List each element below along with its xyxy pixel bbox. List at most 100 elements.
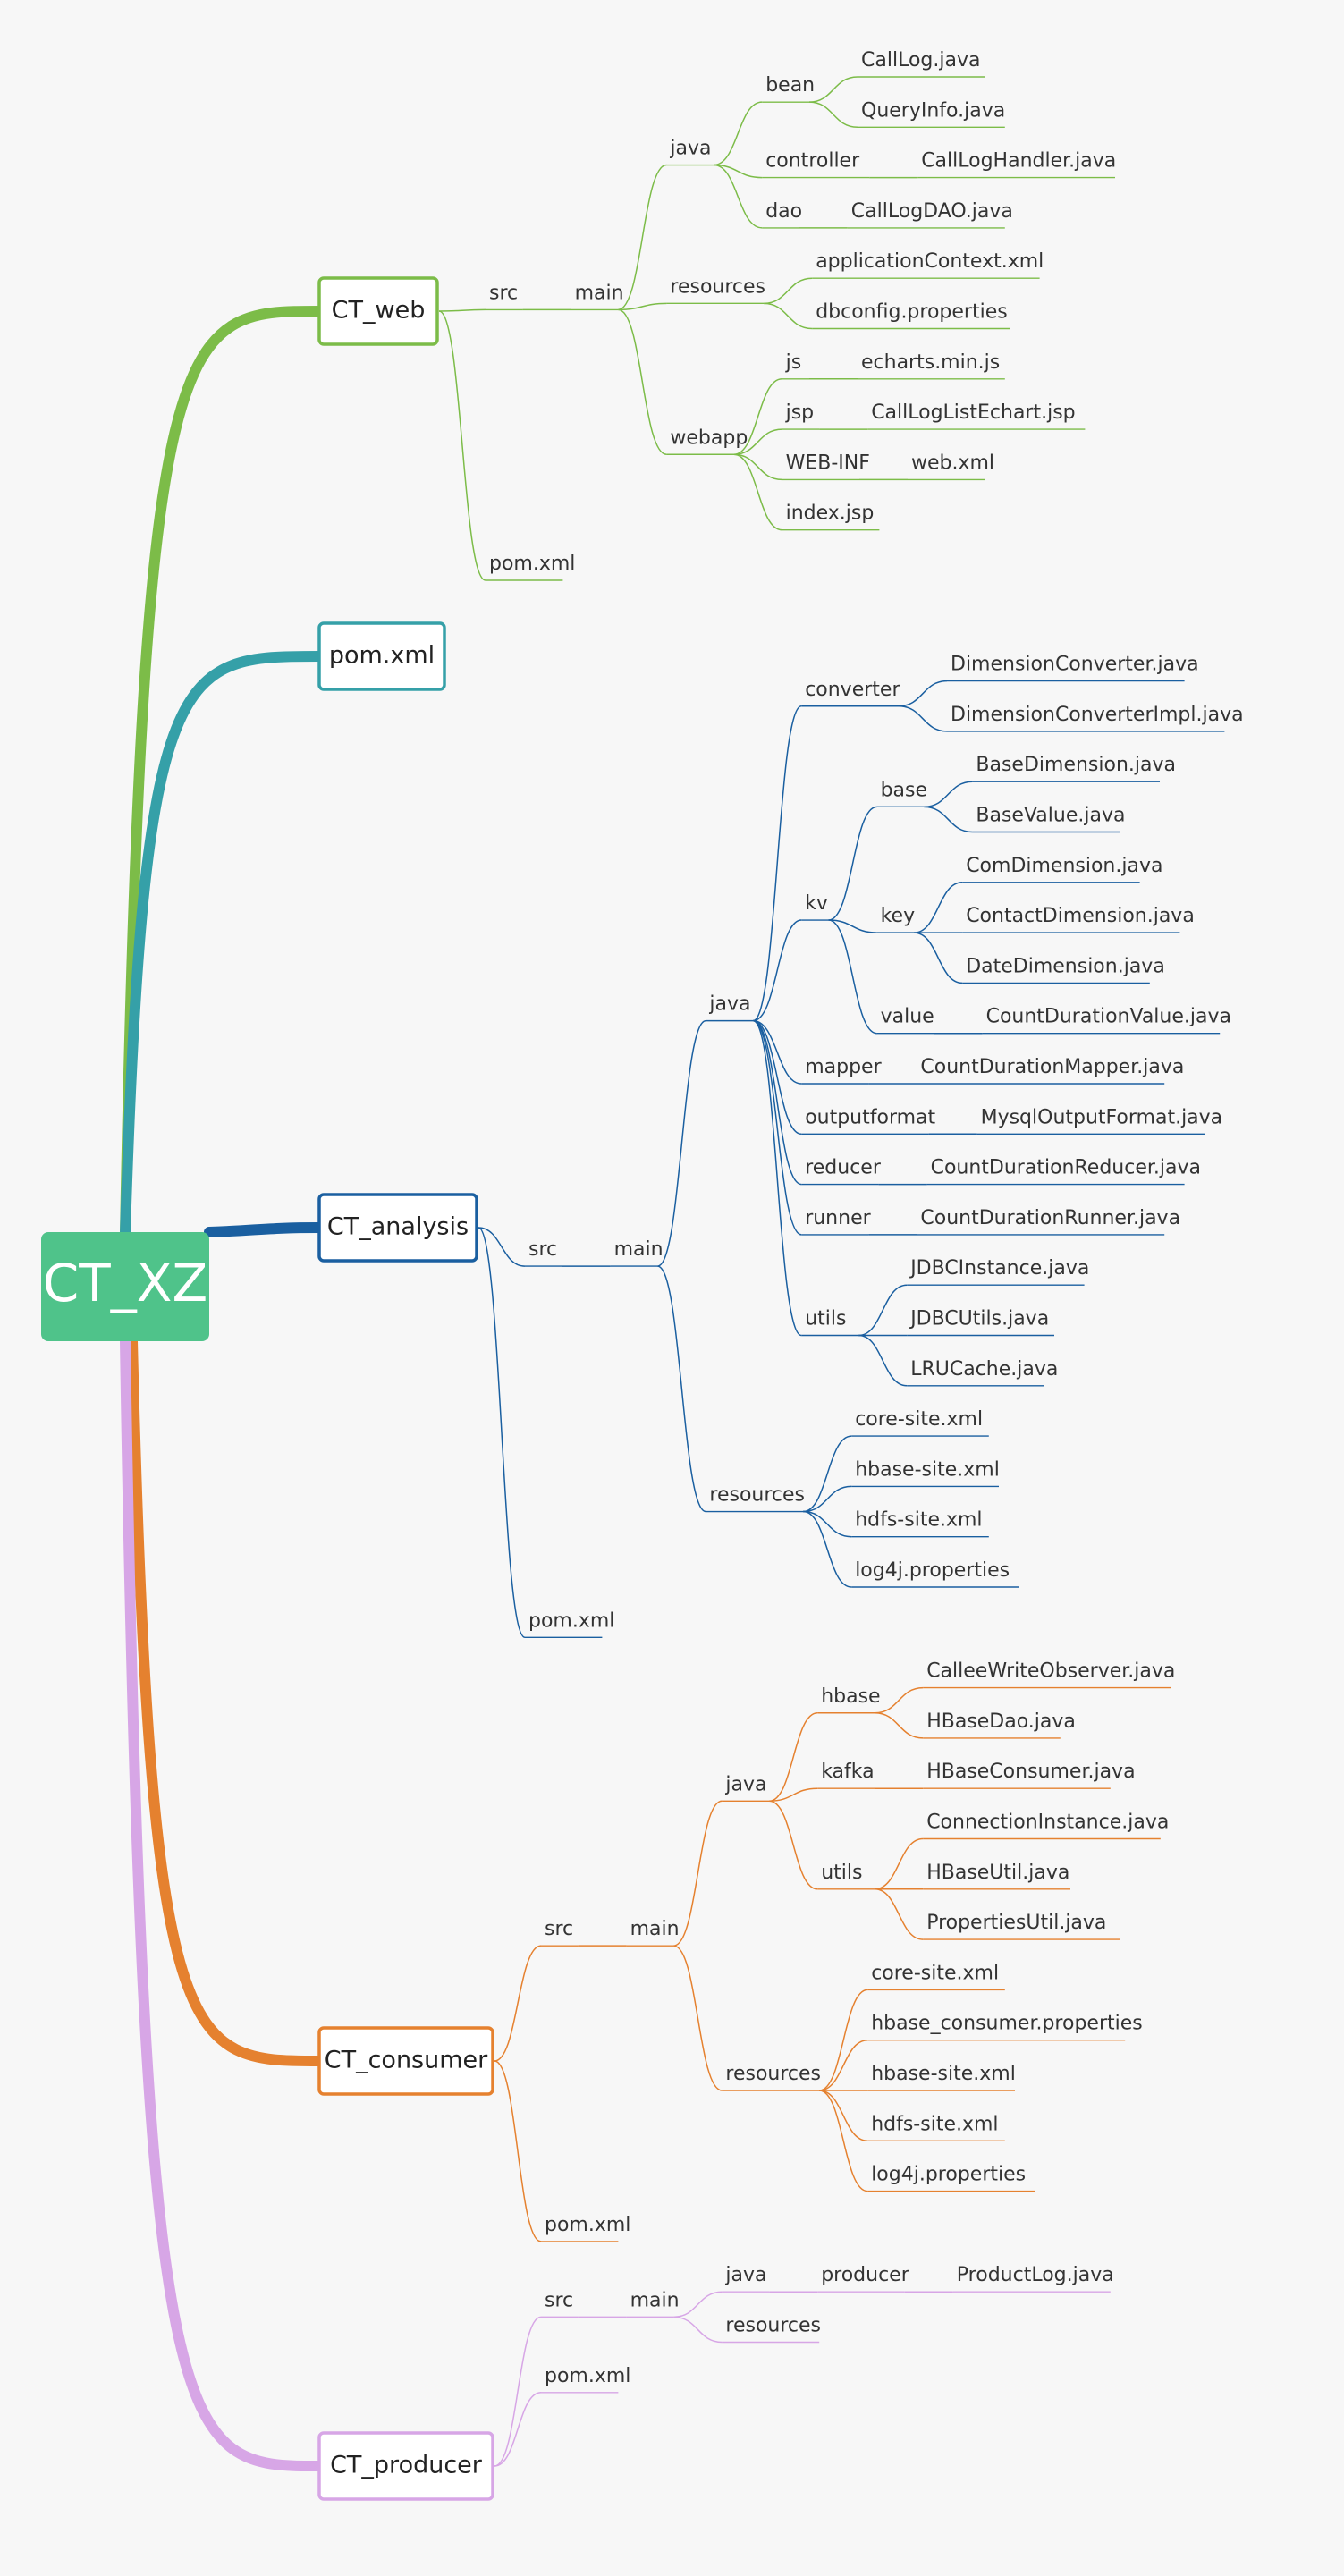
node-countdurationmapper-java[interactable]: CountDurationMapper.java [920,1056,1184,1078]
branch-node-ct-analysis[interactable] [317,1193,478,1263]
node-productlog-java[interactable]: ProductLog.java [957,2264,1114,2286]
branch-connector-ct-consumer [127,1336,325,2066]
connector-line [769,1800,818,1890]
node-hbasedao-java[interactable]: HBaseDao.java [926,1710,1076,1733]
node-countdurationrunner-java[interactable]: CountDurationRunner.java [920,1207,1180,1229]
node-webapp[interactable]: webapp [670,427,748,449]
connector-line [769,1712,818,1803]
node-dao[interactable]: dao [765,200,802,223]
node-propertiesutil-java[interactable]: PropertiesUtil.java [926,1912,1106,1934]
node-pom-xml[interactable]: pom.xml [545,2365,630,2387]
node-dbconfig-properties[interactable]: dbconfig.properties [816,301,1008,324]
node-utils[interactable]: utils [821,1862,862,1884]
node-basevalue-java[interactable]: BaseValue.java [976,805,1125,827]
node-resources[interactable]: resources [709,1484,805,1507]
branch-node-label: pom.xml [329,642,435,670]
node-queryinfo-java[interactable]: QueryInfo.java [861,99,1005,122]
node-calleewriteobserver-java[interactable]: CalleeWriteObserver.java [926,1660,1175,1683]
node-hbaseutil-java[interactable]: HBaseUtil.java [926,1862,1069,1884]
node-src[interactable]: src [545,2289,573,2311]
node-log4j-properties[interactable]: log4j.properties [855,1559,1010,1582]
node-runner[interactable]: runner [805,1207,871,1229]
node-resources[interactable]: resources [670,275,765,298]
node-hbase[interactable]: hbase [821,1685,880,1708]
connector-line [819,2090,868,2192]
node-calllog-java[interactable]: CallLog.java [861,49,980,72]
node-callloglistechart-jsp[interactable]: CallLogListEchart.jsp [871,401,1075,424]
node-hbase-consumer-properties[interactable]: hbase_consumer.properties [871,2013,1143,2035]
node-countdurationvalue-java[interactable]: CountDurationValue.java [986,1006,1231,1028]
node-controller[interactable]: controller [765,150,860,173]
node-utils[interactable]: utils [805,1308,846,1330]
node-log4j-properties[interactable]: log4j.properties [871,2164,1026,2186]
node-main[interactable]: main [575,282,624,304]
node-lrucache-java[interactable]: LRUCache.java [910,1358,1058,1381]
node-dimensionconverter-java[interactable]: DimensionConverter.java [951,654,1199,676]
node-hdfs-site-xml[interactable]: hdfs-site.xml [871,2113,998,2135]
node-hbase-site-xml[interactable]: hbase-site.xml [855,1458,1000,1481]
node-java[interactable]: java [724,1773,766,1795]
node-resources[interactable]: resources [725,2315,821,2337]
node-kv[interactable]: kv [805,892,828,915]
node-java[interactable]: java [724,2264,766,2286]
node-src[interactable]: src [528,1238,557,1261]
node-pom-xml[interactable]: pom.xml [489,553,575,575]
node-core-site-xml[interactable]: core-site.xml [855,1408,983,1431]
node-web-xml[interactable]: web.xml [911,452,994,474]
node-echarts-min-js[interactable]: echarts.min.js [861,351,1000,374]
node-src[interactable]: src [545,1918,573,1940]
node-countdurationreducer-java[interactable]: CountDurationReducer.java [931,1157,1201,1179]
node-producer[interactable]: producer [821,2264,910,2286]
node-hbase-site-xml[interactable]: hbase-site.xml [871,2063,1016,2085]
node-main[interactable]: main [630,1918,680,1940]
node-value[interactable]: value [881,1006,934,1028]
node-converter[interactable]: converter [805,679,900,701]
node-pom-xml[interactable]: pom.xml [528,1609,614,1632]
connector-line [819,2090,868,2142]
branch-node-pom-xml[interactable] [317,621,446,691]
branch-node-ct-web[interactable] [317,276,439,346]
node-callloghandler-java[interactable]: CallLogHandler.java [921,150,1116,173]
node-core-site-xml[interactable]: core-site.xml [871,1962,999,1984]
node-contactdimension-java[interactable]: ContactDimension.java [966,905,1195,927]
node-index-jsp[interactable]: index.jsp [786,503,875,525]
node-connectioninstance-java[interactable]: ConnectionInstance.java [926,1812,1169,1834]
branch-node-ct-consumer[interactable] [317,2026,494,2096]
node-calllogdao-java[interactable]: CallLogDAO.java [851,200,1013,223]
node-jsp[interactable]: jsp [785,401,815,424]
node-resources[interactable]: resources [725,2063,821,2085]
node-comdimension-java[interactable]: ComDimension.java [966,855,1162,877]
node-web-inf[interactable]: WEB-INF [786,452,870,474]
node-java[interactable]: java [708,993,750,1016]
node-hbaseconsumer-java[interactable]: HBaseConsumer.java [926,1761,1135,1783]
node-kafka[interactable]: kafka [821,1761,874,1783]
node-dimensionconverterimpl-java[interactable]: DimensionConverterImpl.java [951,704,1244,726]
node-main[interactable]: main [614,1238,664,1261]
node-basedimension-java[interactable]: BaseDimension.java [976,754,1176,776]
node-mysqloutputformat-java[interactable]: MysqlOutputFormat.java [981,1106,1223,1128]
node-jdbcinstance-java[interactable]: JDBCInstance.java [909,1257,1089,1280]
node-jdbcutils-java[interactable]: JDBCUtils.java [909,1308,1049,1330]
node-base[interactable]: base [881,779,927,801]
node-applicationcontext-xml[interactable]: applicationContext.xml [816,250,1044,273]
node-java[interactable]: java [669,138,711,160]
node-src[interactable]: src [489,282,518,304]
node-main[interactable]: main [630,2289,680,2311]
node-bean[interactable]: bean [765,74,815,97]
connector-line [494,2316,542,2467]
branch-node-ct-producer[interactable] [317,2431,494,2501]
connector-line [673,2316,723,2344]
node-reducer[interactable]: reducer [805,1157,882,1179]
node-js[interactable]: js [785,351,802,374]
connector-line [803,1510,852,1538]
node-pom-xml[interactable]: pom.xml [545,2214,630,2236]
node-outputformat[interactable]: outputformat [805,1106,935,1128]
connector-line [803,1510,852,1588]
node-hdfs-site-xml[interactable]: hdfs-site.xml [855,1509,982,1532]
node-key[interactable]: key [881,905,916,927]
connector-line [438,310,486,581]
root-node[interactable] [41,1232,209,1341]
node-datedimension-java[interactable]: DateDimension.java [966,955,1165,977]
node-mapper[interactable]: mapper [805,1056,882,1078]
